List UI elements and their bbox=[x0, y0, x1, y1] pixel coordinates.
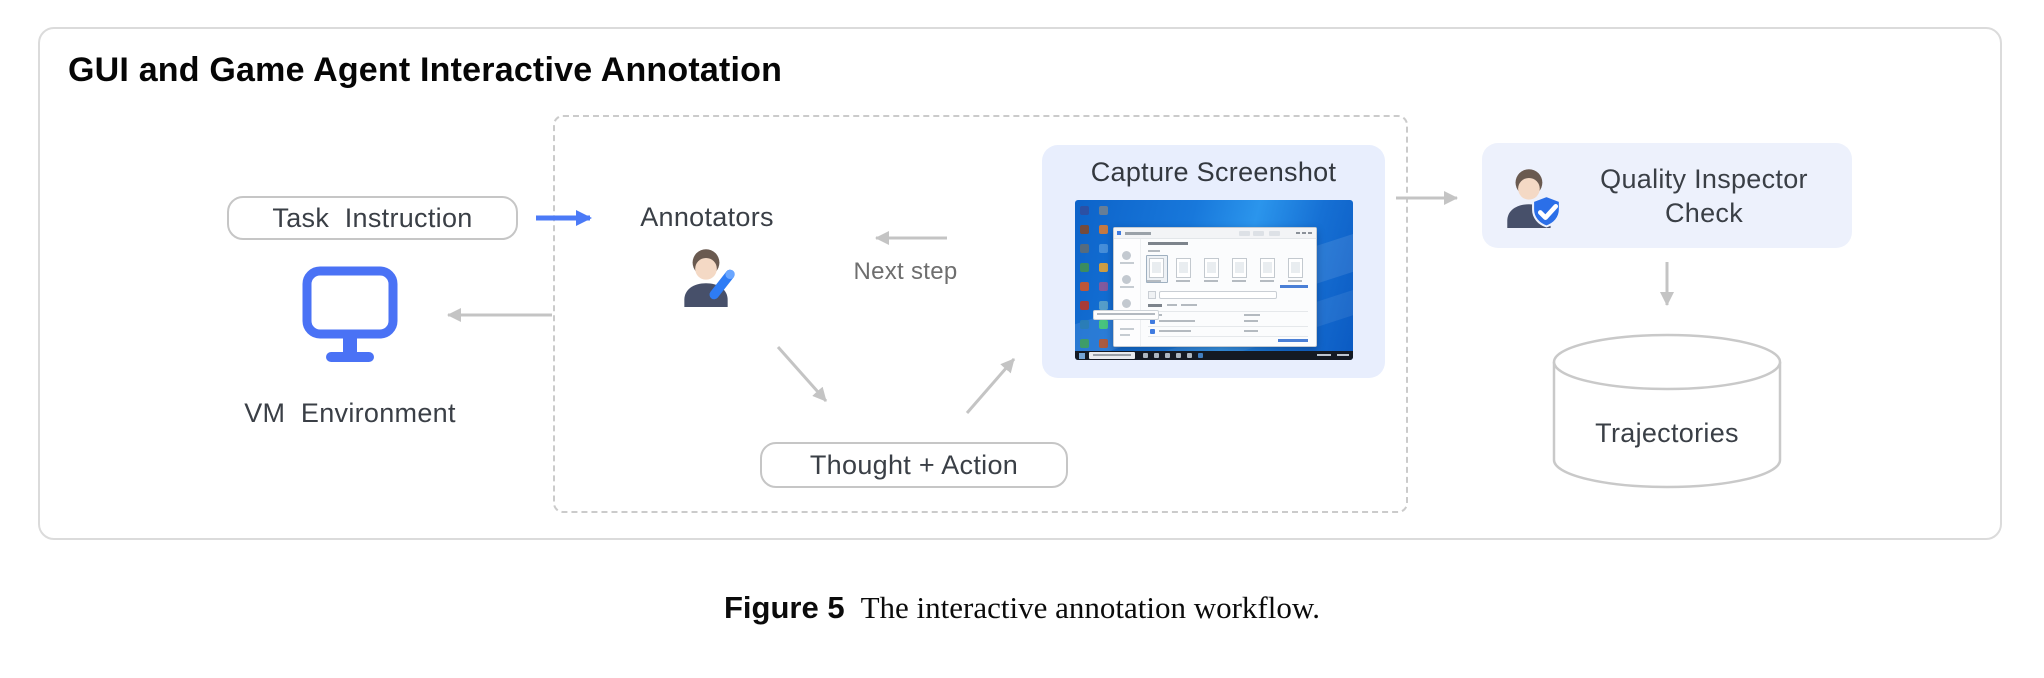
desktop-icon bbox=[1080, 301, 1089, 310]
toolbar-button bbox=[1239, 230, 1250, 236]
vm-environment-label: VM Environment bbox=[244, 398, 456, 428]
row-value bbox=[1244, 330, 1258, 332]
sidebar-icon bbox=[1122, 251, 1131, 260]
row-text bbox=[1159, 330, 1191, 332]
desktop-icon bbox=[1080, 206, 1089, 215]
monitor-icon bbox=[300, 264, 400, 366]
task-instruction-box: Task Instruction bbox=[227, 196, 518, 240]
desktop-icon bbox=[1099, 282, 1108, 291]
annotators-label: Annotators bbox=[640, 202, 774, 232]
search-prefix bbox=[1148, 291, 1156, 299]
layout-caption bbox=[1232, 280, 1246, 282]
taskbar-icon bbox=[1198, 353, 1203, 358]
desktop-icon bbox=[1099, 320, 1108, 329]
capture-screenshot-label: Capture Screenshot bbox=[1090, 157, 1337, 187]
layout-caption bbox=[1288, 280, 1302, 282]
thought-action-label: Thought + Action bbox=[809, 449, 1019, 480]
desktop-icon bbox=[1099, 339, 1108, 348]
windows-desktop-screenshot bbox=[1075, 200, 1353, 360]
window-icon bbox=[1117, 231, 1121, 235]
row-icon bbox=[1150, 319, 1155, 324]
layout-caption bbox=[1176, 280, 1190, 282]
window-titlebar bbox=[1114, 228, 1316, 239]
sidebar-icon bbox=[1122, 299, 1131, 308]
more-link bbox=[1278, 339, 1308, 342]
layout-option bbox=[1176, 258, 1191, 278]
divider bbox=[1148, 326, 1308, 327]
tab bbox=[1167, 304, 1177, 306]
figure-number-label: Figure 5 bbox=[724, 590, 845, 625]
next-step-label: Next step bbox=[853, 258, 958, 285]
row-value bbox=[1244, 320, 1258, 322]
window-title-text bbox=[1125, 232, 1151, 235]
desktop-tooltip bbox=[1093, 310, 1159, 320]
task-instruction-label: Task Instruction bbox=[272, 202, 473, 233]
caption-text: The interactive annotation workflow. bbox=[860, 590, 1320, 625]
divider bbox=[1148, 311, 1308, 312]
search-input bbox=[1159, 291, 1277, 299]
taskbar-icon bbox=[1187, 353, 1192, 358]
layout-option bbox=[1204, 258, 1219, 278]
layout-caption bbox=[1204, 280, 1218, 282]
layout-option bbox=[1288, 258, 1303, 278]
list-header bbox=[1244, 314, 1260, 316]
annotation-loop-container bbox=[553, 115, 1408, 513]
sidebar-label bbox=[1120, 262, 1134, 264]
diagram-title: GUI and Game Agent Interactive Annotatio… bbox=[68, 51, 783, 89]
capture-screenshot-card: Capture Screenshot bbox=[1042, 145, 1385, 378]
more-options-link bbox=[1280, 285, 1308, 288]
quality-inspector-card: Quality Inspector Check bbox=[1482, 143, 1852, 248]
desktop-icon bbox=[1080, 244, 1089, 253]
desktop-icon bbox=[1080, 320, 1089, 329]
desktop-icon bbox=[1080, 263, 1089, 272]
taskbar-icon bbox=[1143, 353, 1148, 358]
desktop-icon bbox=[1099, 206, 1108, 215]
toolbar-button bbox=[1269, 230, 1280, 236]
layout-caption bbox=[1147, 280, 1161, 282]
tab bbox=[1181, 304, 1197, 306]
taskbar-icon bbox=[1165, 353, 1170, 358]
desktop-icon bbox=[1099, 244, 1108, 253]
quality-inspector-label: Quality Inspector Check bbox=[1600, 163, 1808, 228]
window-sidebar bbox=[1114, 239, 1141, 346]
desktop-icon bbox=[1080, 282, 1089, 291]
row-text bbox=[1159, 320, 1195, 322]
desktop-icon bbox=[1080, 225, 1089, 234]
sidebar-footer-line bbox=[1120, 328, 1134, 330]
taskbar-search bbox=[1089, 352, 1135, 359]
taskbar-icon bbox=[1154, 353, 1159, 358]
sidebar-icon bbox=[1122, 275, 1131, 284]
dialog-heading bbox=[1148, 242, 1188, 245]
desktop-icon bbox=[1099, 263, 1108, 272]
settings-window bbox=[1113, 227, 1317, 347]
divider bbox=[1148, 336, 1308, 337]
row-icon bbox=[1150, 329, 1155, 334]
dialog-subheading bbox=[1148, 250, 1160, 252]
start-button-icon bbox=[1079, 352, 1085, 359]
close-icon bbox=[1308, 232, 1312, 234]
database-cylinder-icon bbox=[1551, 332, 1783, 492]
inspector-person-shield-check-icon bbox=[1498, 163, 1564, 229]
toolbar-button bbox=[1253, 230, 1264, 236]
layout-option bbox=[1149, 258, 1164, 278]
sidebar-footer-line bbox=[1120, 334, 1130, 336]
desktop-icon bbox=[1080, 339, 1089, 348]
sidebar-label bbox=[1120, 286, 1134, 288]
taskbar bbox=[1075, 351, 1353, 360]
layout-option bbox=[1260, 258, 1275, 278]
active-tab bbox=[1148, 304, 1162, 307]
layout-option bbox=[1232, 258, 1247, 278]
minimize-icon bbox=[1296, 232, 1300, 234]
thought-action-box: Thought + Action bbox=[760, 442, 1068, 488]
trajectories-label: Trajectories bbox=[1595, 418, 1739, 448]
desktop-icon bbox=[1099, 225, 1108, 234]
taskbar-icon bbox=[1176, 353, 1181, 358]
desktop-icon bbox=[1099, 301, 1108, 310]
figure-caption: Figure 5 The interactive annotation workf… bbox=[0, 590, 2044, 626]
annotator-person-pen-icon bbox=[673, 242, 739, 308]
layout-caption bbox=[1260, 280, 1274, 282]
maximize-icon bbox=[1302, 232, 1306, 234]
tray-clock bbox=[1317, 354, 1331, 356]
tray-icons bbox=[1337, 354, 1349, 356]
